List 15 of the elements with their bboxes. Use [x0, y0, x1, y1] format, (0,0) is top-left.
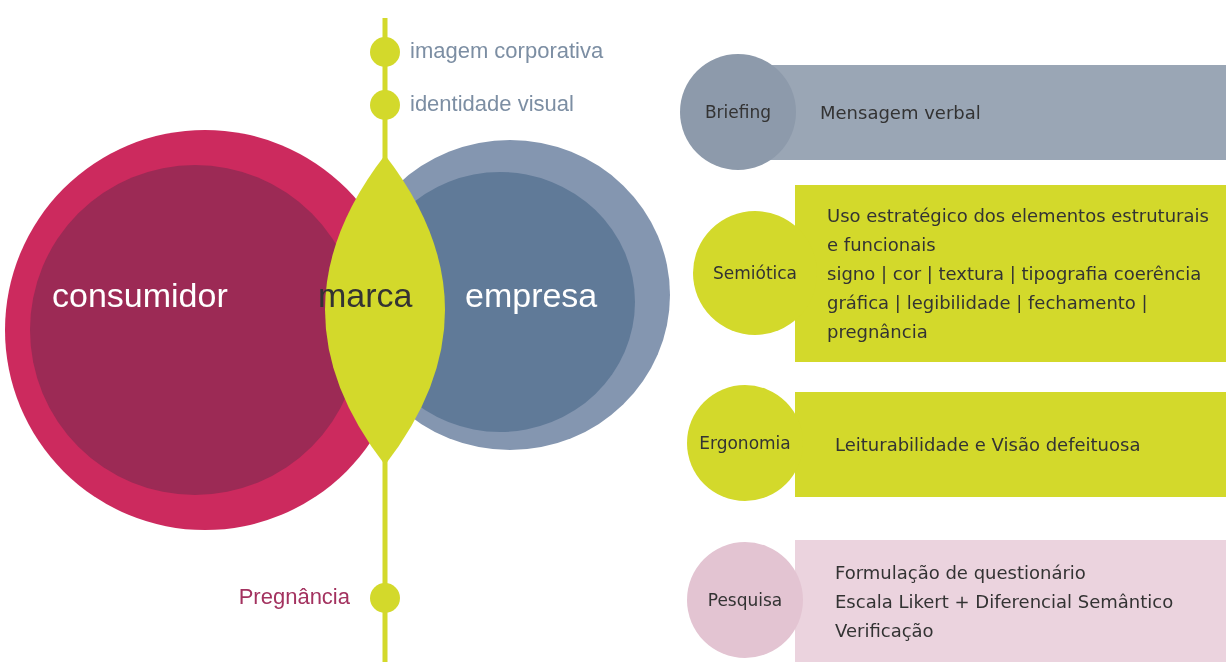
circle-label: empresa — [465, 276, 598, 315]
circle-label: consumidor — [52, 276, 228, 315]
bar-text: Leiturabilidade e Visão defeituosa — [835, 433, 1142, 457]
circle-label: Pesquisa — [707, 590, 783, 610]
bar-text: Mensagem verbal — [820, 101, 982, 125]
bar-text: signo | cor | textura | tipografia coerência gráfica | legibilidade | fechamento | pregnância — [827, 262, 1203, 344]
circle-label: Briefing — [704, 102, 772, 122]
circle-label: Ergonomia — [699, 433, 791, 453]
bar-text: Escala Likert + Diferencial Semântico — [835, 589, 1175, 614]
dot-label: identidade visual — [410, 91, 574, 117]
dot-label: Pregnância — [237, 584, 350, 610]
circle-label: Semiótica — [712, 263, 798, 283]
bar-text: Verificação — [835, 618, 935, 643]
bar-text: Formulação de questionário — [835, 560, 1087, 585]
dot-label: imagem corporativa — [410, 38, 604, 64]
